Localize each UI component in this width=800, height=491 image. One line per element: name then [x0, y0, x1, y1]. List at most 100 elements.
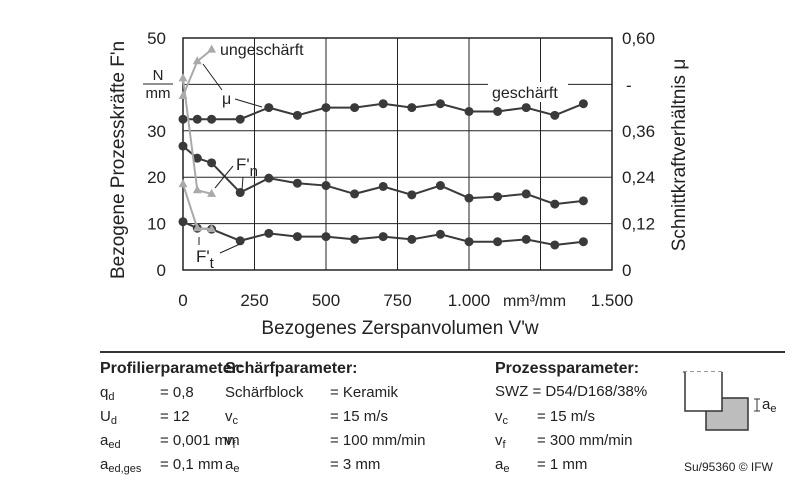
data-point: [435, 99, 445, 109]
param-symbol: vf: [225, 432, 236, 451]
data-point: [235, 114, 245, 124]
data-point: [521, 103, 531, 113]
param-symbol: ae: [225, 456, 240, 475]
y2-unit: -: [626, 76, 632, 95]
annotation-sharp: geschärft: [492, 85, 558, 102]
data-point: [378, 181, 388, 191]
annotation-unsharp: ungeschärft: [220, 42, 304, 59]
data-point: [464, 237, 474, 247]
x-tick-label: 250: [240, 291, 268, 310]
data-point: [178, 217, 188, 227]
series-line: [183, 102, 584, 121]
data-point: [378, 232, 388, 242]
prozess-title: Prozessparameter:: [495, 360, 640, 377]
y2-tick-label: 0: [622, 261, 631, 280]
param-symbol: aed,ges: [100, 456, 142, 475]
data-point-triangle: [192, 56, 202, 65]
data-point: [521, 234, 531, 244]
param-value: = 300 mm/min: [537, 432, 633, 449]
data-point: [464, 193, 474, 203]
data-point: [350, 189, 360, 199]
y2-axis-title: Schnittkraftverhältnis μ: [669, 59, 690, 252]
param-value: = 3 mm: [330, 456, 381, 473]
data-point: [321, 181, 331, 191]
annotation-mu: μ: [222, 91, 231, 108]
annotation-bg: [488, 82, 568, 102]
data-point: [407, 190, 417, 200]
param-value: = 15 m/s: [537, 408, 595, 425]
leader-line: [219, 243, 241, 254]
param-symbol: ae: [495, 456, 510, 475]
data-point: [207, 114, 217, 124]
schaerf-title: Schärfparameter:: [225, 360, 358, 377]
data-point-triangle: [192, 223, 202, 232]
data-point: [464, 106, 474, 116]
plot-frame: [182, 37, 613, 271]
data-point: [264, 173, 274, 183]
data-point: [235, 236, 245, 246]
credit: Su/95360 © IFW: [684, 460, 773, 474]
y-axis-title: Bezogene Prozesskräfte F'n: [108, 41, 129, 279]
x-tick-label: 1.000: [448, 291, 491, 310]
data-point: [192, 153, 202, 163]
param-value: = 100 mm/min: [330, 432, 426, 449]
data-point: [321, 103, 331, 113]
data-point: [264, 228, 274, 238]
data-point: [493, 192, 503, 202]
param-value: = 1 mm: [537, 456, 588, 473]
data-point: [264, 103, 274, 113]
series-line: [182, 78, 212, 195]
x-tick-label: 500: [312, 291, 340, 310]
data-point: [292, 232, 302, 242]
data-point: [435, 181, 445, 191]
y-tick-label: 20: [147, 168, 166, 187]
leader-line: [202, 63, 223, 91]
data-point: [350, 234, 360, 244]
y-unit-bottom: mm: [146, 85, 171, 102]
data-point: [435, 229, 445, 239]
data-point: [578, 237, 588, 247]
data-point: [493, 237, 503, 247]
annotation-ft: F't: [196, 247, 215, 272]
data-point-triangle: [192, 185, 202, 194]
data-point: [521, 189, 531, 199]
leader-line: [241, 176, 244, 191]
param-value: = 0,1 mm: [160, 456, 223, 473]
data-point: [178, 141, 188, 151]
profil-title: Profilierparameter:: [100, 360, 244, 377]
data-point: [321, 232, 331, 242]
data-point: [292, 178, 302, 188]
data-point: [192, 114, 202, 124]
x-tick-label: 1.500: [591, 291, 634, 310]
y-unit-top: N: [153, 67, 164, 84]
data-point-triangle: [207, 188, 217, 197]
data-point: [378, 99, 388, 109]
series-line: [182, 220, 584, 246]
data-point: [493, 106, 503, 116]
data-point: [178, 114, 188, 124]
y-tick-label: 30: [147, 122, 166, 141]
data-point: [550, 240, 560, 250]
annotation-fn-sub: n: [250, 163, 258, 180]
data-point: [235, 188, 245, 198]
y2-tick-label: 0,12: [622, 215, 655, 234]
data-point: [578, 99, 588, 109]
data-point: [350, 103, 360, 113]
data-point: [292, 110, 302, 120]
sketch-ae-label: ae: [762, 396, 777, 415]
data-point-triangle: [178, 179, 188, 188]
x-unit-label: mm³/mm: [503, 293, 566, 310]
x-axis-title: Bezogenes Zerspanvolumen V'w: [261, 318, 538, 339]
y2-tick-label: 0,36: [622, 122, 655, 141]
data-point-triangle: [178, 73, 188, 82]
param-value: = 0,8: [160, 384, 194, 401]
series-line: [182, 145, 584, 206]
data-point-triangle: [207, 44, 217, 53]
data-point: [550, 199, 560, 209]
y2-tick-label: 0,24: [622, 168, 655, 187]
param-symbol: Schärfblock: [225, 384, 304, 401]
data-point: [578, 196, 588, 206]
y-tick-label: 50: [147, 29, 166, 48]
